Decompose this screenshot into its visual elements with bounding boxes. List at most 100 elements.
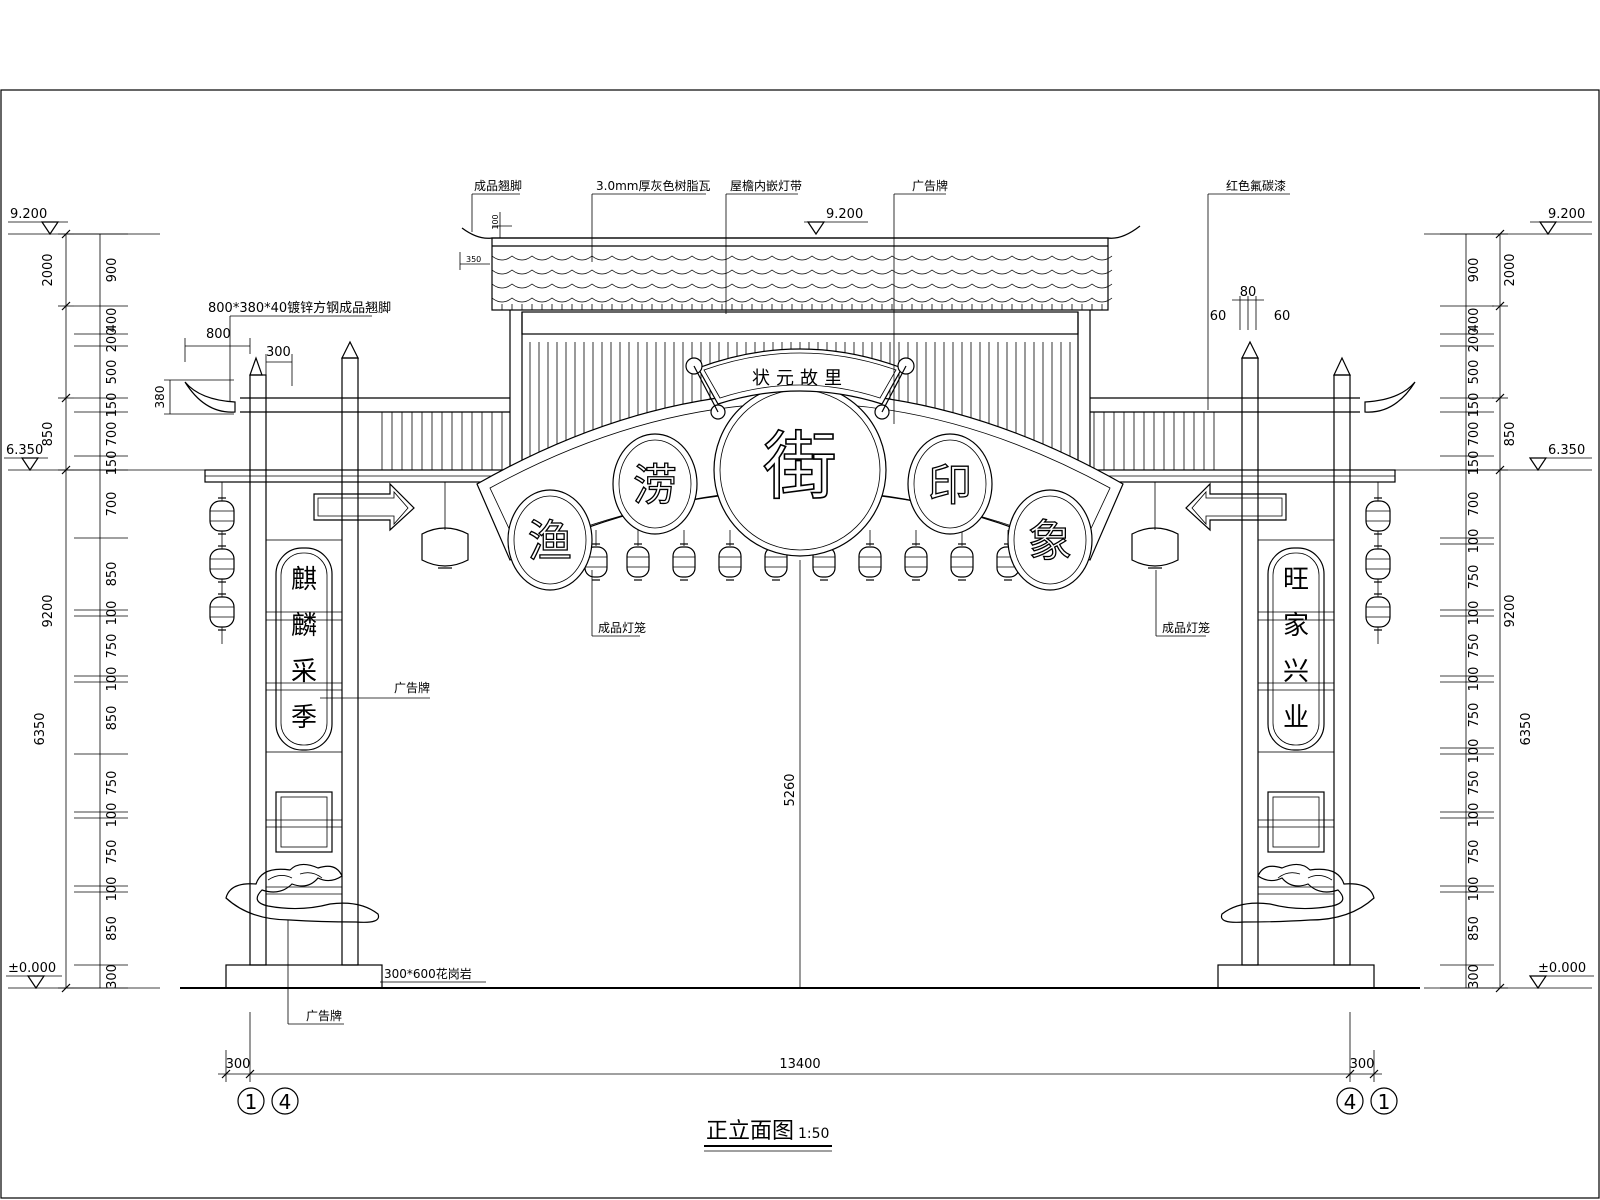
left-dimension-chain: 2000850920063509004002005001507001507008… <box>33 229 128 993</box>
leftDims-inner-6: 150 <box>105 451 120 476</box>
left-cloud-ornament <box>225 863 380 923</box>
axis-label-3: 4 <box>1344 1090 1357 1114</box>
rightDims-inner-18: 100 <box>1467 877 1482 902</box>
rightDims-inner-5: 700 <box>1467 422 1482 447</box>
rightDims-inner-0: 900 <box>1467 258 1482 283</box>
leftDims-inner-8: 850 <box>105 562 120 587</box>
title-scale: 1:50 <box>798 1126 829 1142</box>
post-lanterns <box>209 482 1391 644</box>
medallion-char-3: 印 <box>928 460 972 511</box>
right-couplet-sign <box>1267 547 1325 751</box>
left-blank-panel <box>275 791 333 853</box>
note-red-paint: 红色氟碳漆 <box>1226 178 1286 193</box>
note-sign-top: 广告牌 <box>912 179 948 193</box>
rightDims-inner-12: 100 <box>1467 667 1482 692</box>
leftDims-inner-18: 300 <box>105 964 120 989</box>
medallion-char-4: 象 <box>1028 516 1072 567</box>
medallion-2 <box>612 433 698 535</box>
dim-total: 13400 <box>779 1057 820 1072</box>
left-couplet-char-2: 麟 <box>291 611 317 641</box>
dim-left-300: 300 <box>226 1057 251 1072</box>
rightDims-outer-1: 850 <box>1503 422 1518 447</box>
leftDims-inner-13: 750 <box>105 771 120 796</box>
rightDims-inner-1: 400 <box>1467 308 1482 333</box>
level-markers: 9.200 6.350 ±0.000 9.200 9.200 6.350 ±0.… <box>4 207 1594 990</box>
left-arrow-sign <box>313 482 415 532</box>
note-granite: 300*600花岗岩 <box>384 966 472 981</box>
rightDims-inner-14: 100 <box>1467 739 1482 764</box>
title-text: 正立面图 <box>706 1119 794 1144</box>
note-lantern-left: 成品灯笼 <box>598 620 646 635</box>
right-couplet-char-1: 旺 <box>1283 565 1309 595</box>
leftDims-inner-12: 850 <box>105 706 120 731</box>
rightDims-outer-0: 2000 <box>1503 253 1518 286</box>
right-couplet-char-4: 业 <box>1283 703 1309 733</box>
right-post-pair <box>1217 340 1375 989</box>
side-lanterns <box>421 482 1179 569</box>
left-couplet-char-4: 季 <box>291 703 317 733</box>
level-top-left: 9.200 <box>10 207 47 222</box>
leftDims-outer-1: 850 <box>41 422 56 447</box>
leftDims-inner-11: 100 <box>105 667 120 692</box>
note-sign-bottom: 广告牌 <box>306 1009 342 1023</box>
drawing-frame <box>0 89 1600 1199</box>
dim-right-300: 300 <box>1350 1057 1375 1072</box>
medallion-char-2: 涝 <box>633 460 677 511</box>
leftDims-inner-10: 750 <box>105 634 120 659</box>
level-ground-left: ±0.000 <box>8 961 56 976</box>
dim-80: 80 <box>1240 285 1257 300</box>
axis-label-1: 1 <box>245 1090 258 1114</box>
top-detail-dims: 800 300 380 100 350 80 60 60 <box>153 212 1291 415</box>
leftDims-inner-4: 150 <box>105 393 120 418</box>
left-couplet-char-1: 麒 <box>291 565 317 595</box>
rightDims-inner-7: 700 <box>1467 492 1482 517</box>
leftDims-inner-17: 850 <box>105 916 120 941</box>
leftDims-inner-14: 100 <box>105 803 120 828</box>
dim-60-right: 60 <box>1274 309 1291 324</box>
rightDims-inner-17: 750 <box>1467 840 1482 865</box>
rightDims-inner-15: 750 <box>1467 771 1482 796</box>
rightDims-outer-2: 9200 <box>1503 594 1518 627</box>
leftDims-inner-15: 750 <box>105 840 120 865</box>
rightDims-inner-8: 100 <box>1467 529 1482 554</box>
leftDims-inner-0: 900 <box>105 258 120 283</box>
rightDims-inner-20: 300 <box>1467 964 1482 989</box>
right-cloud-ornament <box>1220 863 1375 923</box>
dim-350: 350 <box>466 255 481 264</box>
note-brace: 成品翘脚 <box>474 178 522 193</box>
leftDims-inner-16: 100 <box>105 877 120 902</box>
dim-800: 800 <box>206 327 231 342</box>
dim-60-left: 60 <box>1210 309 1227 324</box>
dim-380: 380 <box>153 386 167 409</box>
left-couplet-char-3: 采 <box>291 657 317 687</box>
note-eave-light: 屋檐内嵌灯带 <box>730 179 802 193</box>
level-mid-left: 6.350 <box>6 443 43 458</box>
right-couplet-text: 旺 家 兴 业 <box>1283 565 1309 733</box>
dim-100: 100 <box>491 214 500 229</box>
note-lantern-right: 成品灯笼 <box>1162 620 1210 635</box>
leftDims-inner-2: 200 <box>105 328 120 353</box>
note-steel-brace: 800*380*40镀锌方钢成品翘脚 <box>208 300 391 316</box>
left-couplet-sign <box>275 547 333 751</box>
dim-center-5260: 5260 <box>783 773 798 806</box>
bottom-dimension: 13400 300 300 1 4 4 1 <box>218 1012 1398 1115</box>
note-tile: 3.0mm厚灰色树脂瓦 <box>596 178 710 193</box>
rightDims-inner-2: 200 <box>1467 328 1482 353</box>
leftDims-inner-9: 100 <box>105 601 120 626</box>
dim-300-top: 300 <box>266 345 291 360</box>
level-top-center: 9.200 <box>826 207 863 222</box>
level-mid-right: 6.350 <box>1548 443 1585 458</box>
right-blank-panel <box>1267 791 1325 853</box>
note-sign-left-post: 广告牌 <box>394 681 430 695</box>
axis-label-2: 4 <box>279 1090 292 1114</box>
right-dimension-chain: 2000850920063509004002005001507001507001… <box>1440 229 1534 993</box>
leftDims-inner-1: 400 <box>105 308 120 333</box>
leftDims-inner-5: 700 <box>105 422 120 447</box>
scroll-text: 状元故里 <box>752 368 848 389</box>
axis-label-4: 1 <box>1378 1090 1391 1114</box>
left-couplet-text: 麒 麟 采 季 <box>291 565 317 733</box>
rightDims-inner-6: 150 <box>1467 451 1482 476</box>
medallion-3 <box>907 433 993 535</box>
rightDims-inner-19: 850 <box>1467 916 1482 941</box>
right-couplet-char-2: 家 <box>1283 611 1309 641</box>
